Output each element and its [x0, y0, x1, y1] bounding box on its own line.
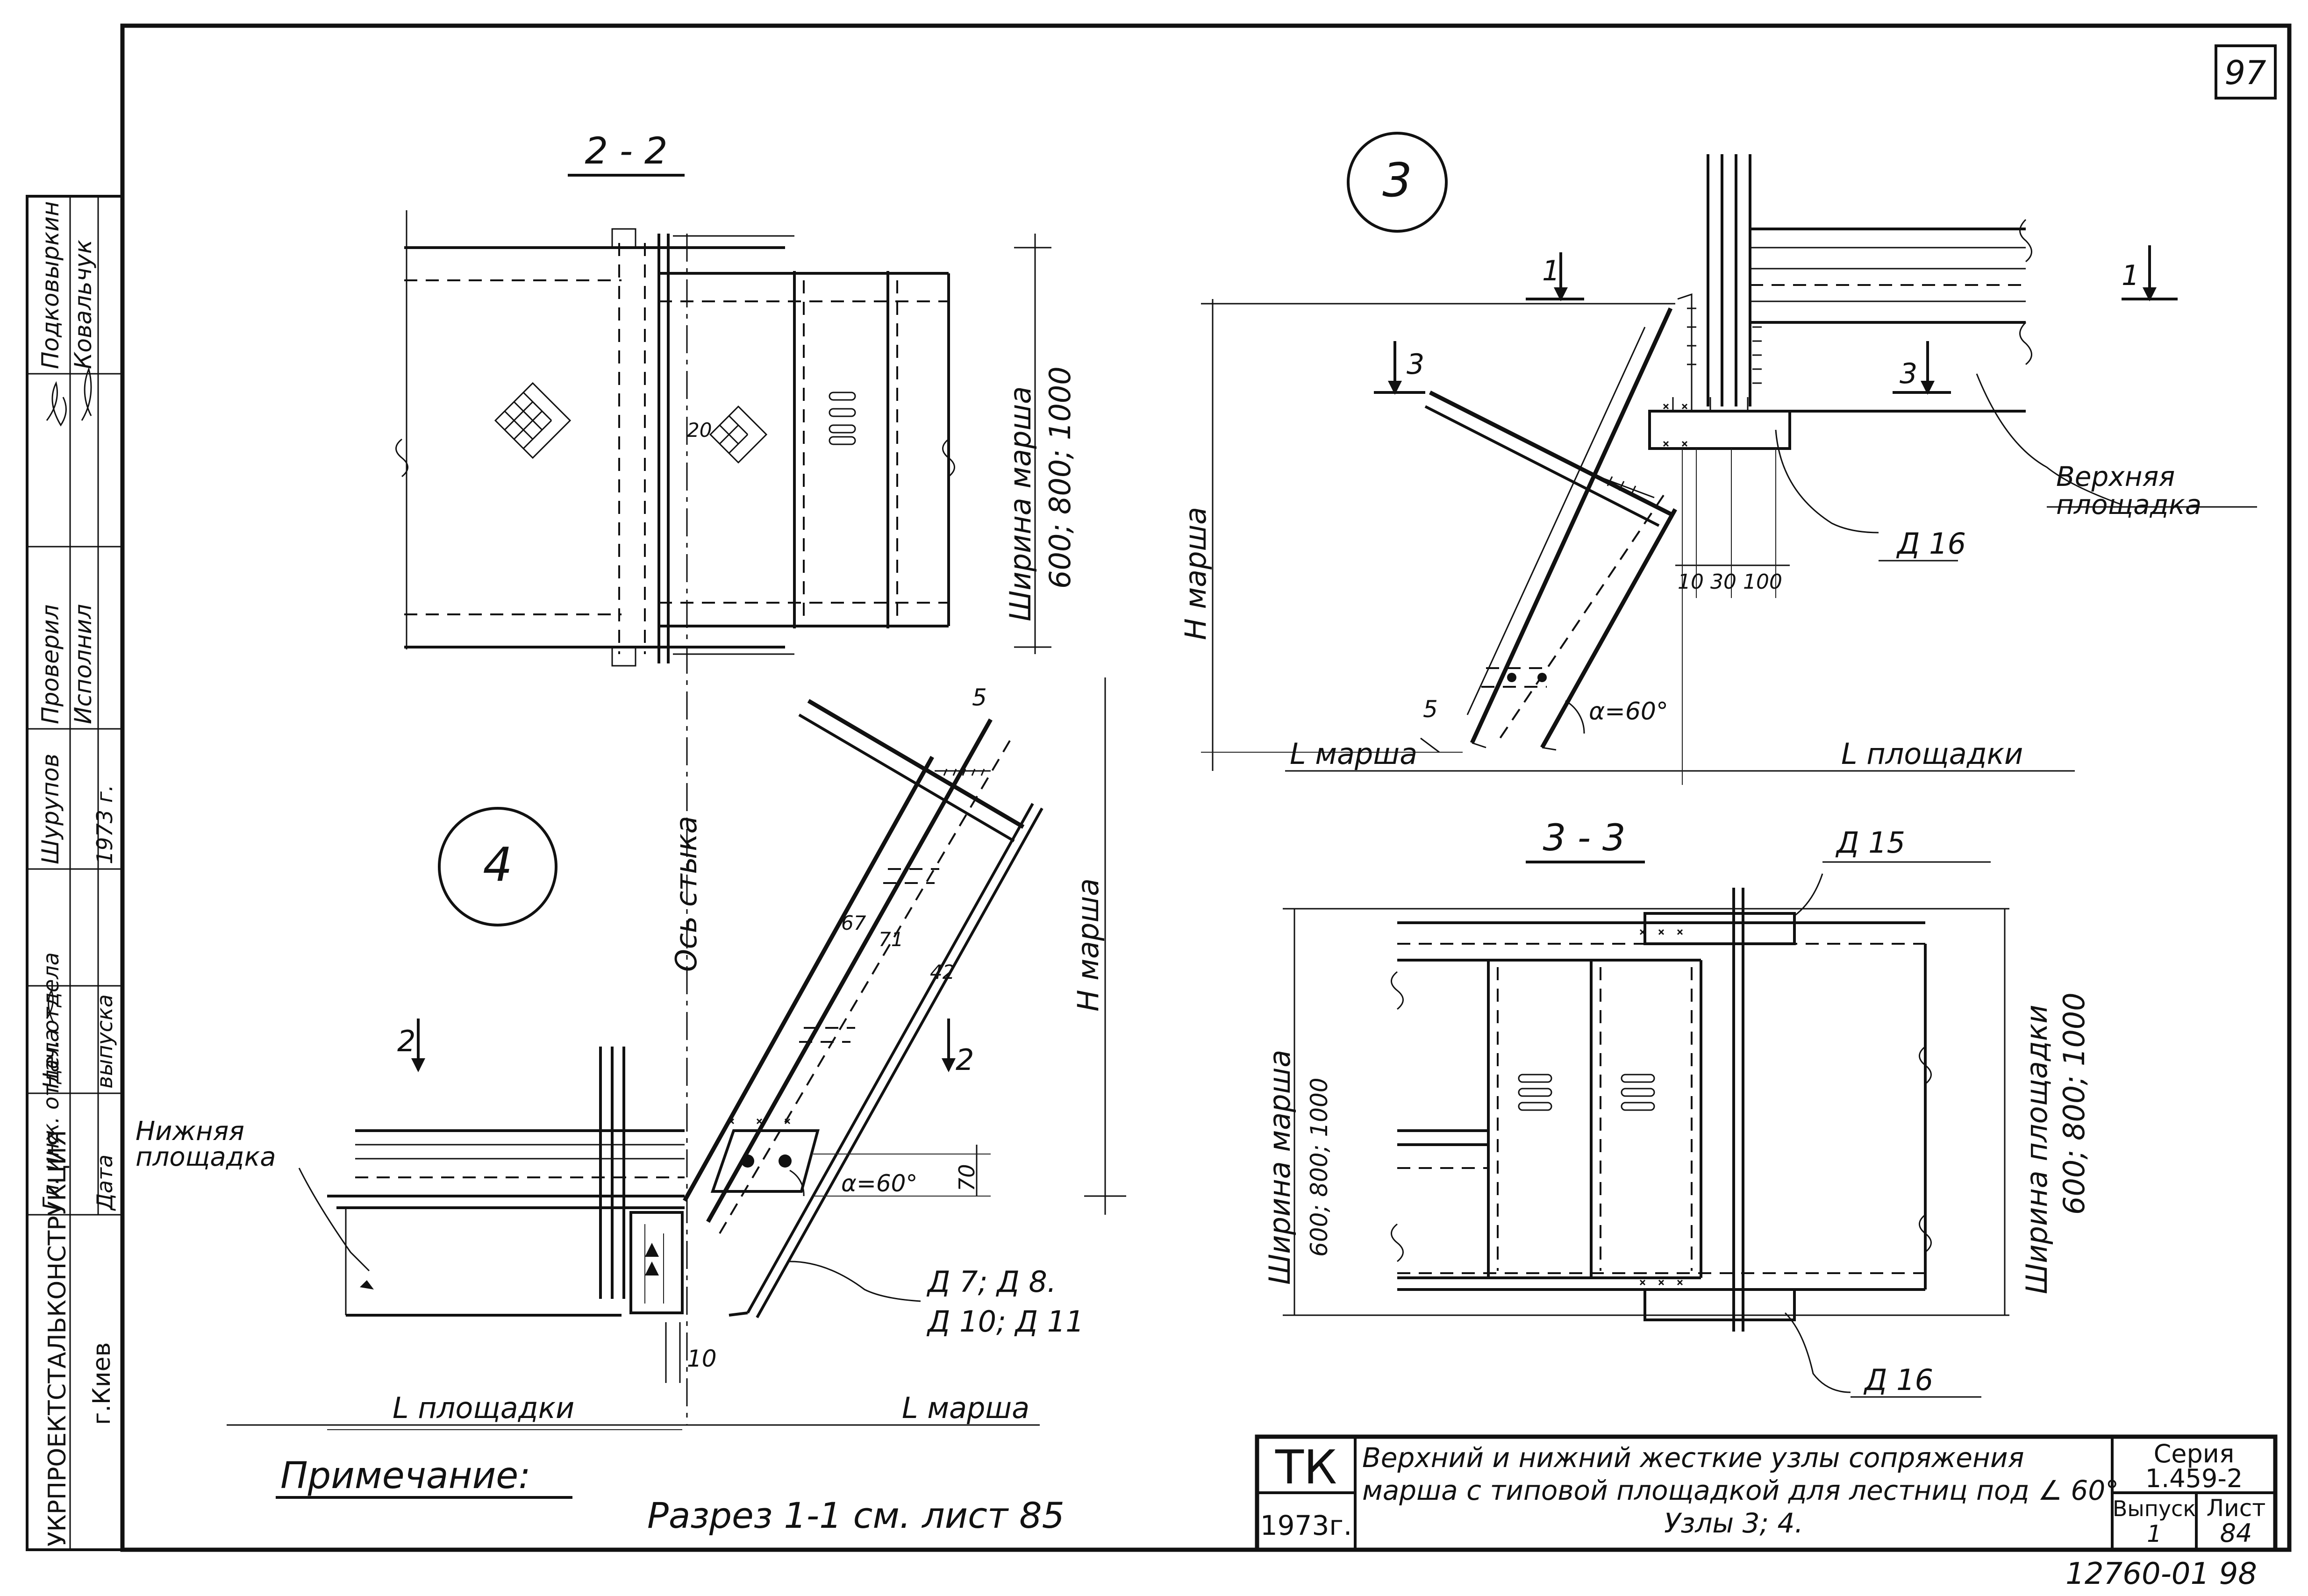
section-3-3-detail-top: Д 15 [1835, 826, 1905, 860]
node-4-l-march: L марша [902, 1391, 1029, 1425]
section-3-3-drawing [1283, 861, 2009, 1398]
node-4-dim-67: 67 [841, 912, 866, 934]
node-4-cut-2-right: 2 [956, 1043, 974, 1077]
node-4-axis-label: Ось стыка [669, 816, 703, 972]
title-line-3: Узлы 3; 4. [1664, 1507, 1803, 1539]
node-4-details-2: Д 10; Д 11 [926, 1304, 1084, 1339]
stamp-role-3: Шурупов [37, 754, 64, 864]
node-3-cut-3-left: 3 [1407, 348, 1424, 381]
stamp-name-2: Ковальчук [70, 240, 97, 369]
sheet-number: 97 [2224, 54, 2266, 92]
node-3-dim-5: 5 [1423, 696, 1438, 723]
title-line-2: марша с типовой площадкой для лестниц по… [1362, 1475, 2119, 1506]
note-text: Разрез 1-1 см. лист 85 [647, 1495, 1065, 1536]
node-4-dim-42: 42 [930, 961, 955, 983]
title-sheet-value: 84 [2220, 1518, 2252, 1548]
node-4-angle: α=60° [841, 1170, 917, 1197]
node-4-lower-platform-1: Нижняя [136, 1116, 244, 1147]
node-4-cut-2-left: 2 [397, 1024, 415, 1058]
node-4-lower-platform-2: площадка [136, 1142, 276, 1172]
section-3-3-detail-bottom: Д 16 [1863, 1363, 1933, 1397]
stamp-name-1: Подковыркин [37, 201, 64, 369]
node-4-drawing [227, 677, 1126, 1430]
side-stamp [26, 195, 124, 1551]
section-3-3-width-march: Ширина марша [1263, 1050, 1297, 1285]
title-year: 1973г. [1260, 1510, 1352, 1541]
node-3-angle: α=60° [1589, 698, 1668, 726]
title-series-value: 1.459-2 [2145, 1464, 2243, 1493]
node-3-drawing [1201, 132, 2257, 785]
node-4-dim-10: 10 [687, 1345, 717, 1372]
node-4-dim-71: 71 [879, 928, 903, 951]
section-3-3-width-platform-values: 600; 800; 1000 [2057, 992, 2091, 1215]
section-3-3-width-march-values: 600; 800; 1000 [1306, 1077, 1333, 1257]
stamp-role-1: Гл. инж. отдела [38, 1029, 64, 1210]
title-issue-value: 1 [2147, 1520, 2162, 1547]
node-4-number: 4 [483, 837, 513, 892]
stamp-issue-label: выпуска [92, 994, 117, 1089]
note-title: Примечание: [280, 1455, 531, 1497]
node-4-details-1: Д 7; Д 8. [926, 1265, 1057, 1299]
section-2-2-title: 2 - 2 [585, 130, 668, 172]
section-2-2-drawing [395, 174, 1051, 1425]
node-3-cut-1-right: 1 [2122, 259, 2139, 292]
section-2-2-dim-20: 20 [687, 419, 712, 442]
section-2-2-width-values: 600; 800; 1000 [1043, 366, 1077, 589]
node-4-dim-5: 5 [972, 684, 987, 711]
node-3-l-march: L марша [1290, 737, 1417, 771]
title-sheet-label: Лист [2207, 1495, 2266, 1522]
section-3-3-width-platform: Ширина площадки [2020, 1005, 2054, 1294]
node-3-h-label: Н марша [1179, 507, 1213, 640]
title-series-label: Серия [2154, 1439, 2235, 1468]
stamp-city: г.Киев [88, 1342, 116, 1425]
stamp-year: 1973 г. [92, 785, 117, 864]
stamp-role-5: Исполнил [70, 604, 97, 724]
node-4-h-label: Н марша [1071, 878, 1105, 1012]
node-3-upper-platform-1: Верхняя [2056, 461, 2175, 492]
node-3-dims: 10 30 100 [1678, 570, 1782, 594]
title-logo: ТК [1275, 1440, 1337, 1495]
node-4-dim-70: 70 [954, 1164, 979, 1191]
stamp-role-2: Нач. отдела [38, 952, 64, 1089]
section-2-2-width-label: Ширина марша [1003, 386, 1037, 621]
title-block [1255, 1434, 2278, 1552]
title-issue-label: Выпуск [2113, 1496, 2196, 1521]
node-3-upper-platform-2: площадка [2056, 489, 2201, 520]
node-3-detail: Д 16 [1896, 527, 1966, 561]
node-3-cut-1-left: 1 [1542, 255, 1560, 287]
title-line-1: Верхний и нижний жесткие узлы сопряжения [1362, 1442, 2024, 1474]
node-4-l-platform: L площадки [393, 1391, 574, 1425]
node-3-cut-3-right: 3 [1900, 357, 1917, 390]
sheet-frame [120, 23, 2292, 1552]
section-3-3-title: 3 - 3 [1543, 817, 1626, 859]
footer-code: 12760-01 98 [2065, 1557, 2257, 1591]
node-3-number: 3 [1382, 153, 1412, 207]
node-3-l-platform: L площадки [1841, 737, 2023, 771]
stamp-role-4: Проверил [37, 605, 64, 724]
stamp-org: УКРПРОЕКТСТАЛЬКОНСТРУКЦИЯ [43, 1130, 71, 1546]
stamp-date-label: Дата [92, 1154, 117, 1211]
